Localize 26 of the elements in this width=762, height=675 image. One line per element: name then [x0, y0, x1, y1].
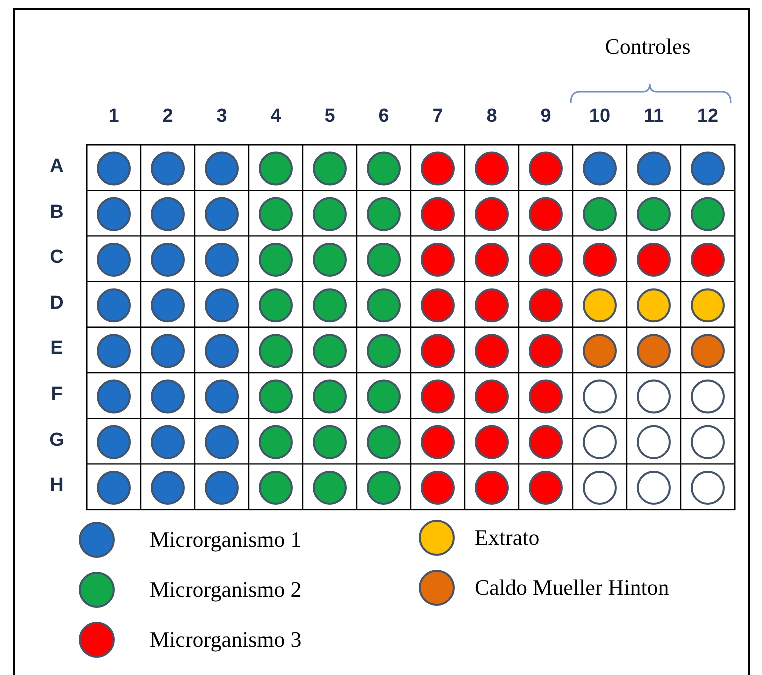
column-number: 10: [589, 106, 611, 128]
row-letter: D: [50, 292, 64, 315]
column-number: 1: [108, 106, 120, 128]
column-number: 2: [162, 106, 174, 128]
row-letter: E: [50, 338, 64, 360]
column-number: 4: [270, 106, 282, 128]
legend-label: Microrganismo 1: [150, 527, 302, 553]
column-number: 6: [378, 106, 390, 128]
column-number: 8: [486, 106, 498, 128]
row-letter: F: [51, 384, 63, 406]
row-letter: G: [50, 430, 64, 452]
group-heading: Controles: [605, 34, 691, 60]
column-number: 12: [697, 106, 719, 128]
row-letter: A: [50, 156, 64, 178]
row-letter: C: [50, 247, 64, 270]
legend-label: Caldo Mueller Hinton: [475, 575, 670, 601]
legend-label: Microrganismo 3: [150, 627, 302, 653]
legend-label: Extrato: [475, 525, 540, 551]
column-number: 5: [324, 106, 336, 128]
column-number: 3: [216, 106, 228, 128]
row-letter: H: [50, 475, 64, 498]
row-letter: B: [50, 202, 64, 224]
column-number: 7: [432, 106, 444, 128]
legend-label: Microrganismo 2: [150, 577, 302, 603]
column-number: 9: [540, 106, 552, 128]
column-number: 11: [644, 106, 664, 128]
